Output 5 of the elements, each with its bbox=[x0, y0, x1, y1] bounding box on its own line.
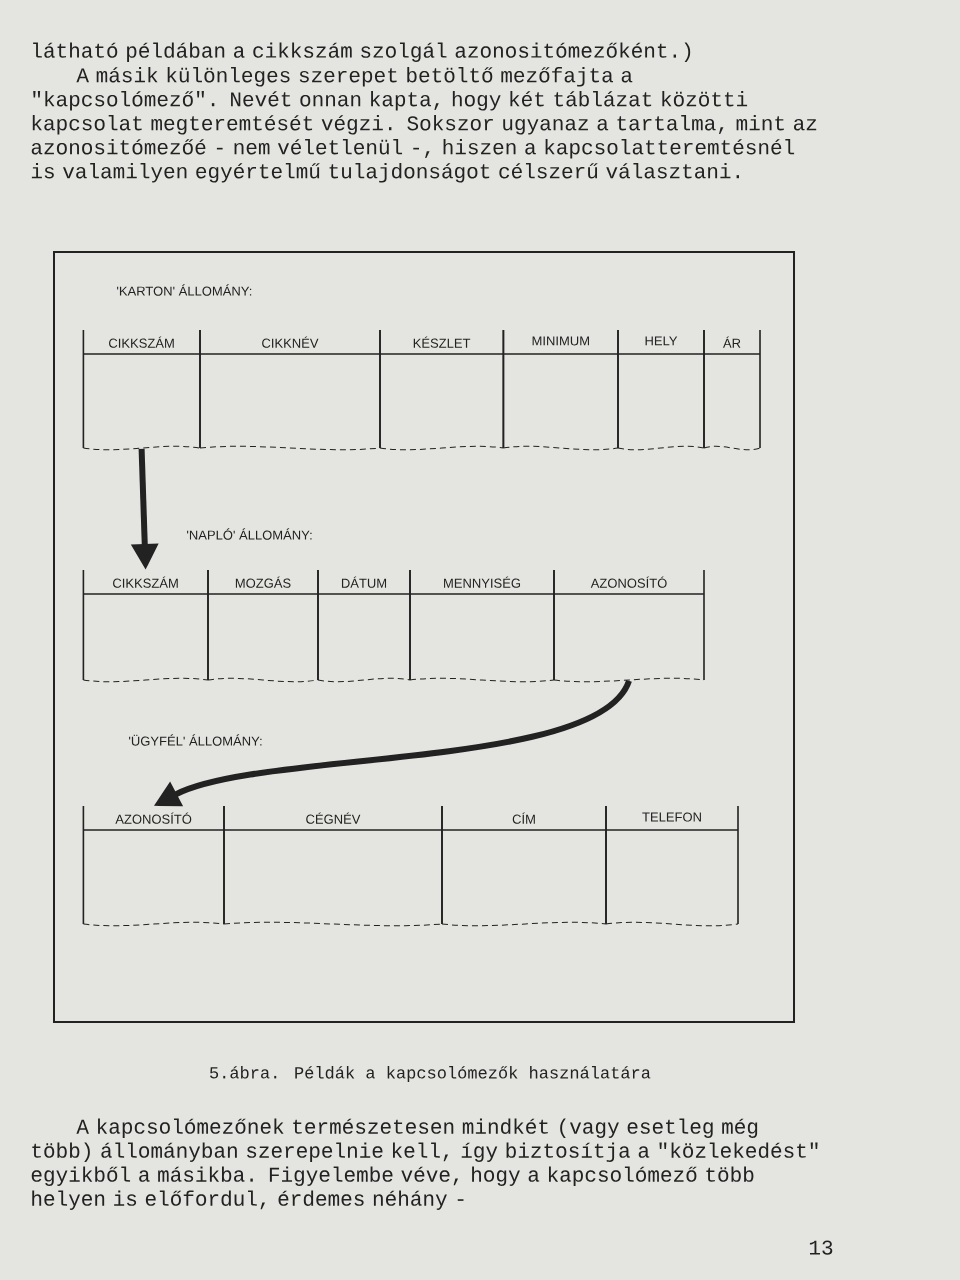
paragraph: A másik különleges szerepet betöltő mezőfajta a "kapcsolómező". Nevét onnan kapta, hogy két táblázat közötti kapcsolat megteremtését végzi. Sokszor ugyanaz a tartalma, mint az azonositómezőé - nem véletlenül -, hiszen a kapcsolatteremtésnél is valamilyen egyértelmű tulajdonságot célszerű választani. bbox=[31, 67, 817, 183]
paragraph: A kapcsolómezőnek természetesen mindkét (vagy esetleg még több) állományban szerepelnie kell, így biztosítja a "közlekedést" egyikből a másikba. Figyelembe véve, hogy a kapcsolómező több helyen is előfordul, érdemes néhány - bbox=[31, 1118, 818, 1210]
text-line: látható példában a cikkszám szolgál azonositómezőként.) bbox=[33, 42, 691, 62]
figure-caption: 5.ábra. Példák a kapcsolómezők használatára bbox=[210, 1066, 651, 1082]
page-number: 13 bbox=[809, 1240, 833, 1255]
